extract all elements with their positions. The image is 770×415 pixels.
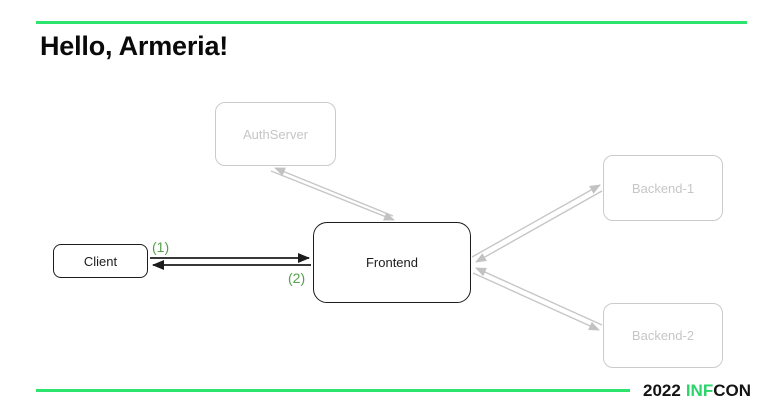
node-authserver: AuthServer bbox=[215, 102, 336, 166]
node-client: Client bbox=[53, 244, 148, 278]
edge-frontend-to-backend1 bbox=[471, 184, 601, 258]
edge-label-request: (1) bbox=[152, 239, 170, 255]
logo-con: CON bbox=[713, 381, 751, 400]
node-authserver-label: AuthServer bbox=[242, 126, 309, 142]
top-accent-line bbox=[36, 21, 747, 24]
page-title: Hello, Armeria! bbox=[40, 31, 229, 61]
node-backend-1-label: Backend-1 bbox=[631, 180, 695, 196]
logo-year: 2022 bbox=[643, 381, 681, 400]
edge-backend2-to-frontend bbox=[475, 267, 603, 326]
node-client-label: Client bbox=[83, 253, 118, 269]
node-backend-1: Backend-1 bbox=[603, 155, 723, 221]
node-backend-2: Backend-2 bbox=[603, 303, 723, 368]
edge-frontend-to-backend2 bbox=[472, 272, 600, 331]
node-frontend: Frontend bbox=[313, 222, 471, 303]
logo-inf: INF bbox=[685, 381, 714, 400]
edge-label-response: (2) bbox=[288, 270, 306, 286]
edge-authserver-to-frontend bbox=[270, 170, 395, 221]
node-frontend-label: Frontend bbox=[365, 255, 419, 270]
node-backend-2-label: Backend-2 bbox=[631, 328, 695, 343]
edge-backend1-to-frontend bbox=[475, 190, 603, 263]
edge-frontend-to-authserver bbox=[274, 167, 394, 217]
bottom-accent-line bbox=[36, 389, 630, 392]
